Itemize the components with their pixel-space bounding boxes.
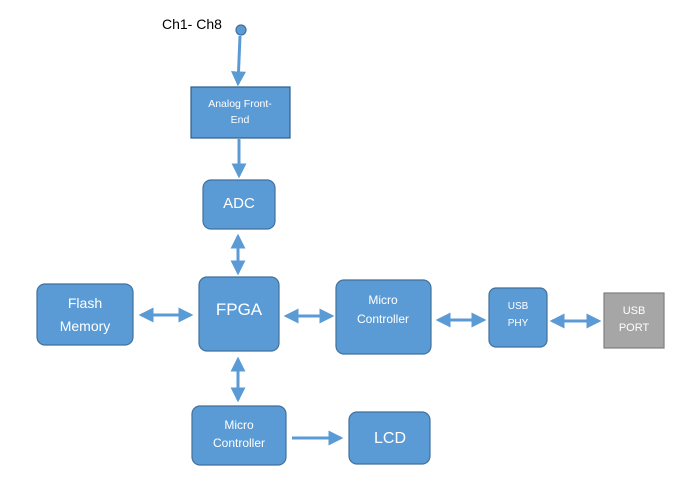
svg-text:End: End <box>231 114 250 126</box>
micro-controller-lcd-block: Micro Controller <box>191 405 287 466</box>
svg-text:PHY: PHY <box>508 318 529 329</box>
input-terminal <box>235 24 247 36</box>
svg-text:LCD: LCD <box>374 430 406 447</box>
connector-input-afe <box>231 35 247 87</box>
flash-memory-block: Flash Memory <box>36 283 134 346</box>
usb-phy-block: USB PHY <box>488 287 548 348</box>
svg-text:Micro: Micro <box>224 418 254 432</box>
svg-text:FPGA: FPGA <box>216 300 263 319</box>
svg-text:Memory: Memory <box>60 318 111 334</box>
micro-controller-usb-block: Micro Controller <box>335 279 432 355</box>
svg-text:Micro: Micro <box>368 293 398 307</box>
svg-text:PORT: PORT <box>619 322 650 334</box>
usb-port-block: USB PORT <box>603 292 665 349</box>
svg-text:Controller: Controller <box>213 436 265 450</box>
fpga-block: FPGA <box>198 276 280 352</box>
adc-block: ADC <box>202 179 276 230</box>
input-channels-label: Ch1- Ch8 <box>162 16 222 32</box>
svg-text:Flash: Flash <box>68 295 102 311</box>
lcd-block: LCD <box>348 411 431 465</box>
svg-text:Analog Front-: Analog Front- <box>208 98 272 110</box>
svg-text:Controller: Controller <box>357 312 409 326</box>
svg-text:ADC: ADC <box>223 195 255 212</box>
svg-text:USB: USB <box>508 301 529 312</box>
svg-text:USB: USB <box>623 305 646 317</box>
analog-front-end-block: Analog Front- End <box>190 86 291 139</box>
